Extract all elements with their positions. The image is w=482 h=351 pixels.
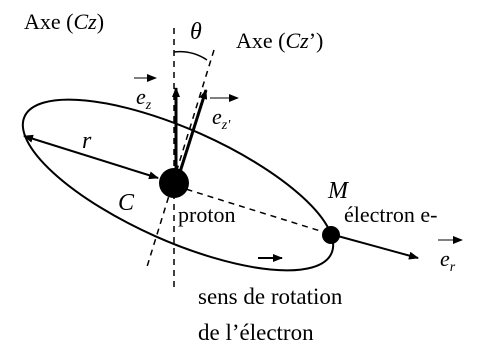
electron-orbit [21,98,335,272]
ez-label: ez [136,84,152,113]
segment-cm [175,185,331,235]
electron-dot [322,226,340,244]
proton-dot [159,168,189,198]
axis-cz-prime [145,49,215,271]
er-label: er [440,246,456,275]
point-m-label: M [327,178,350,204]
rotation-caption-line1: sens de rotation [198,284,343,309]
radius-label: r [82,128,92,154]
axis-cz-prime-label: Axe (Cz’) [236,28,323,53]
center-c-label: C [118,190,135,216]
rotation-caption-line2: de l’électron [198,320,314,345]
theta-label: θ [190,19,202,45]
electron-label: électron e- [344,202,437,227]
radius-arrow [23,134,159,180]
vector-ez-prime [178,89,208,173]
axis-cz-label: Axe (Cz) [24,9,104,34]
proton-label: proton [178,202,235,227]
ez-prime-label: ez' [212,104,231,133]
vector-er [333,234,419,260]
theta-angle-arc [173,50,208,61]
